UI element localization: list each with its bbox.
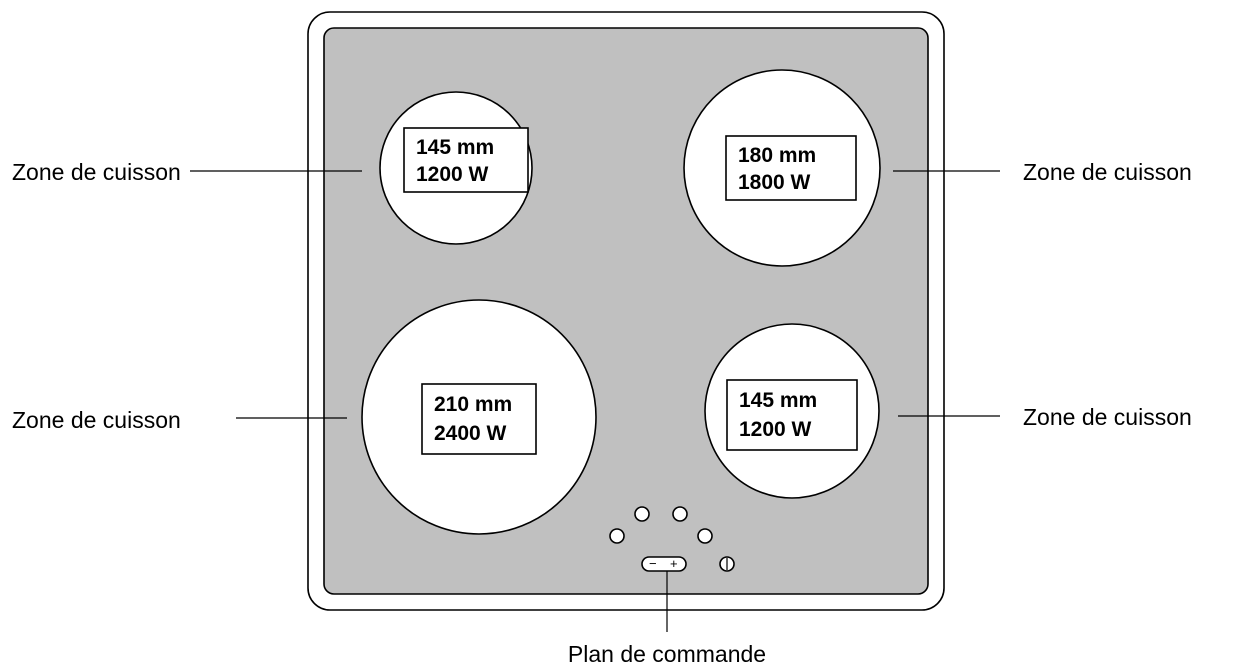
control-indicator-2 [634, 506, 650, 522]
zone-spec-power-bottom-right: 1200 W [739, 418, 812, 441]
zone-spec-box-top-right [725, 135, 857, 201]
power-slider[interactable] [641, 556, 687, 572]
control-panel: − + [609, 506, 735, 572]
callout-zone-top-left: Zone de cuisson [12, 159, 181, 185]
power-slider-minus: − [649, 556, 657, 571]
zone-spec-power-top-right: 1800 W [738, 171, 811, 194]
zone-spec-diameter-top-left: 145 mm [416, 136, 494, 159]
zone-spec-power-top-left: 1200 W [416, 163, 489, 186]
power-slider-plus: + [670, 556, 678, 571]
control-indicator-1 [609, 528, 625, 544]
zone-spec-box-bottom-right [726, 379, 858, 451]
zone-spec-diameter-bottom-left: 210 mm [434, 393, 512, 416]
callout-zone-bottom-left: Zone de cuisson [12, 407, 181, 433]
callout-control-panel: Plan de commande [568, 641, 766, 667]
power-icon[interactable] [719, 556, 735, 572]
control-indicator-3 [672, 506, 688, 522]
zone-spec-box-top-left [403, 127, 529, 193]
zone-spec-diameter-bottom-right: 145 mm [739, 389, 817, 412]
zone-spec-power-bottom-left: 2400 W [434, 422, 507, 445]
zone-spec-box-bottom-left [421, 383, 537, 455]
zone-spec-diameter-top-right: 180 mm [738, 144, 816, 167]
callout-zone-top-right: Zone de cuisson [1023, 159, 1192, 185]
control-indicator-4 [697, 528, 713, 544]
callout-zone-bottom-right: Zone de cuisson [1023, 404, 1192, 430]
